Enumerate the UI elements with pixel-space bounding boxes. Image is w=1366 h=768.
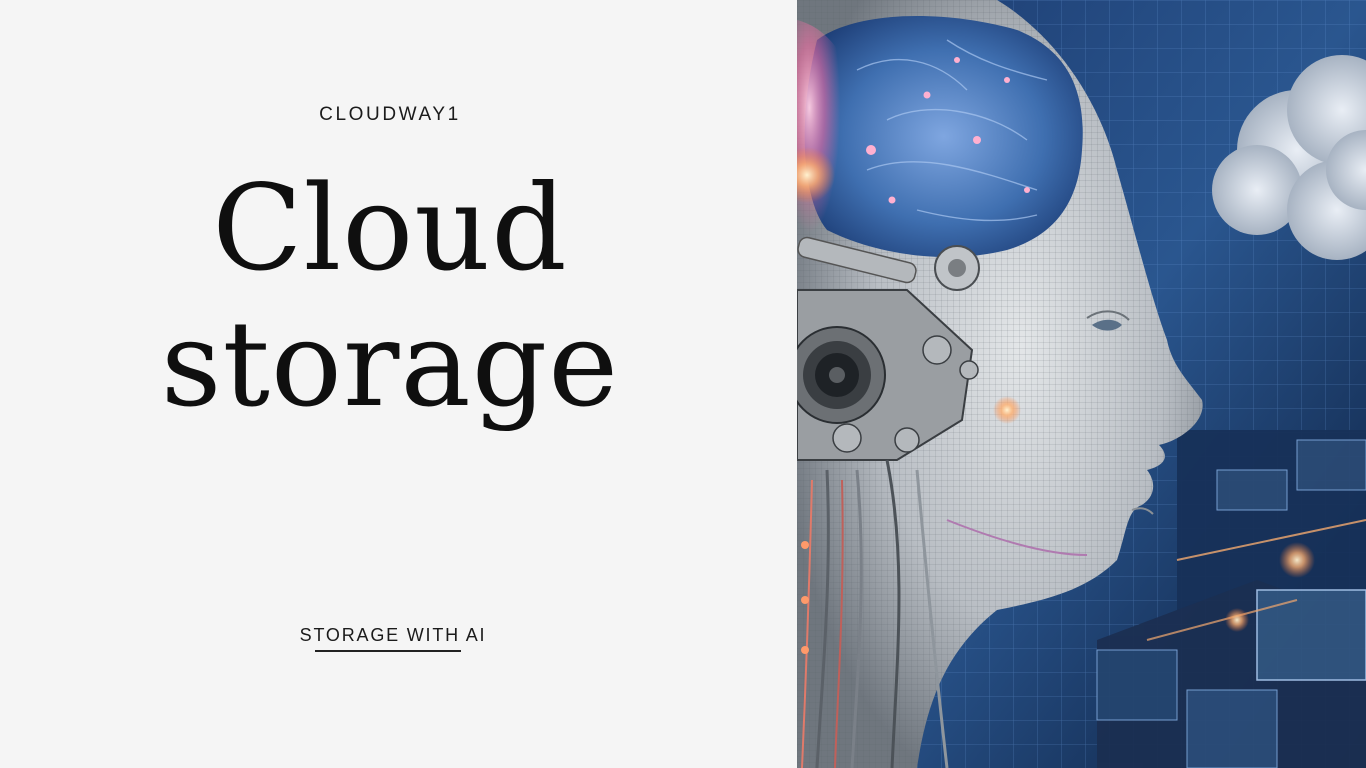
title-line-1: Cloud [212, 159, 568, 297]
ai-head-illustration [797, 0, 1366, 768]
text-panel: CLOUDWAY1 Cloud storage STORAGE WITH AI [0, 104, 780, 652]
cloud-icon [1212, 55, 1366, 260]
tagline-underline [315, 650, 461, 652]
brand-name: CLOUDWAY1 [319, 104, 461, 125]
title-line-2: storage [160, 295, 620, 433]
slide-title: Cloud storage [0, 160, 780, 432]
gear-icon [797, 236, 980, 461]
hero-image [797, 0, 1366, 768]
tagline: STORAGE WITH AI [299, 625, 487, 645]
brain-icon [797, 16, 1083, 270]
